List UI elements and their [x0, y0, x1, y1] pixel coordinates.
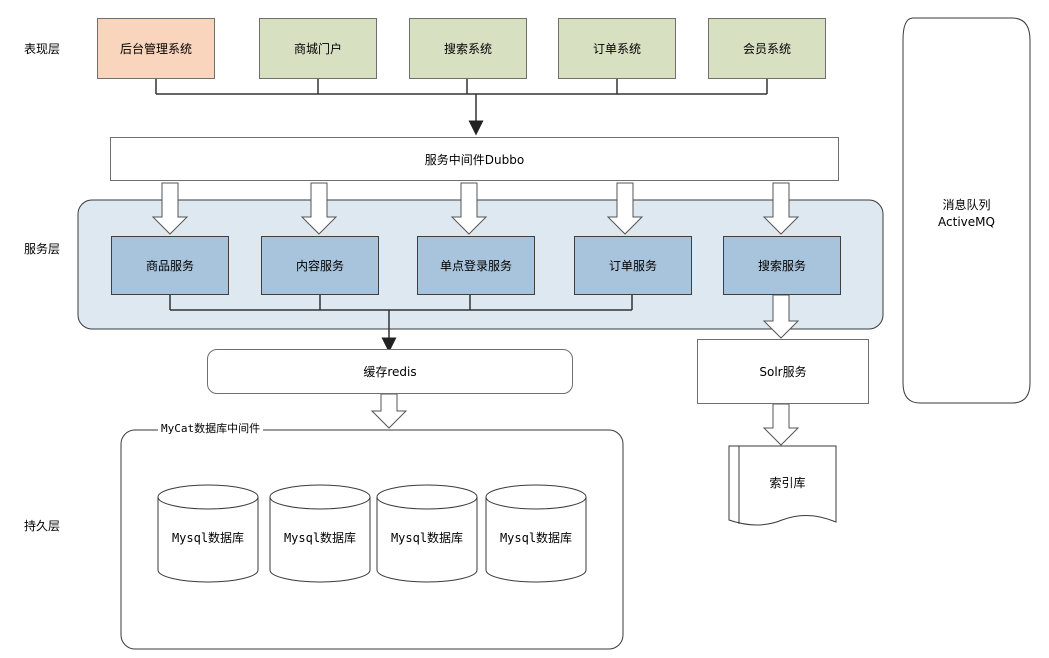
dubbo-block-arrows: [151, 182, 800, 235]
mycat-container: [120, 429, 624, 650]
mq-label-line1: 消息队列: [942, 198, 991, 212]
mycat-label: MyCat数据库中间件: [158, 421, 264, 437]
service-content[interactable]: 内容服务: [261, 236, 379, 295]
redis-cache-label: 缓存redis: [363, 365, 417, 379]
layer-label-presentation: 表现层: [24, 42, 61, 56]
solr-service-label: Solr服务: [759, 365, 807, 379]
redis-to-mycat-arrow: [370, 393, 408, 429]
dubbo-middleware-label: 服务中间件Dubbo: [424, 152, 525, 167]
layer-label-service: 服务层: [24, 242, 61, 256]
service-search[interactable]: 搜索服务: [723, 236, 841, 295]
top-system-portal[interactable]: 商城门户: [259, 18, 377, 79]
top-system-order[interactable]: 订单系统: [558, 18, 676, 79]
dubbo-middleware-box[interactable]: 服务中间件Dubbo: [110, 137, 839, 181]
redis-cache-box[interactable]: 缓存redis: [207, 349, 573, 394]
top-system-search[interactable]: 搜索系统: [409, 18, 527, 79]
top-system-admin[interactable]: 后台管理系统: [97, 18, 215, 79]
service-product[interactable]: 商品服务: [111, 236, 229, 295]
services-bus: [169, 295, 633, 353]
mq-label: 消息队列 ActiveMQ: [903, 197, 1030, 231]
mysql-db-label-3: Mysql数据库: [390, 531, 464, 545]
mysql-db-label-4: Mysql数据库: [499, 531, 573, 545]
top-system-member[interactable]: 会员系统: [708, 18, 826, 79]
service-order[interactable]: 订单服务: [574, 236, 692, 295]
mysql-db-label-1: Mysql数据库: [171, 531, 245, 545]
top-bus: [155, 79, 768, 136]
solr-to-index-arrow: [762, 403, 800, 446]
solr-service-box[interactable]: Solr服务: [697, 339, 869, 404]
search-to-solr-arrow: [762, 294, 800, 339]
mysql-cylinders: [157, 484, 587, 583]
index-library-shape: [728, 445, 837, 526]
mq-shape: [902, 17, 1031, 404]
index-library-label: 索引库: [769, 475, 806, 490]
layer-label-persistence: 持久层: [24, 519, 61, 533]
mysql-db-label-2: Mysql数据库: [283, 531, 357, 545]
service-sso[interactable]: 单点登录服务: [417, 236, 535, 295]
mq-label-line2: ActiveMQ: [938, 215, 995, 229]
